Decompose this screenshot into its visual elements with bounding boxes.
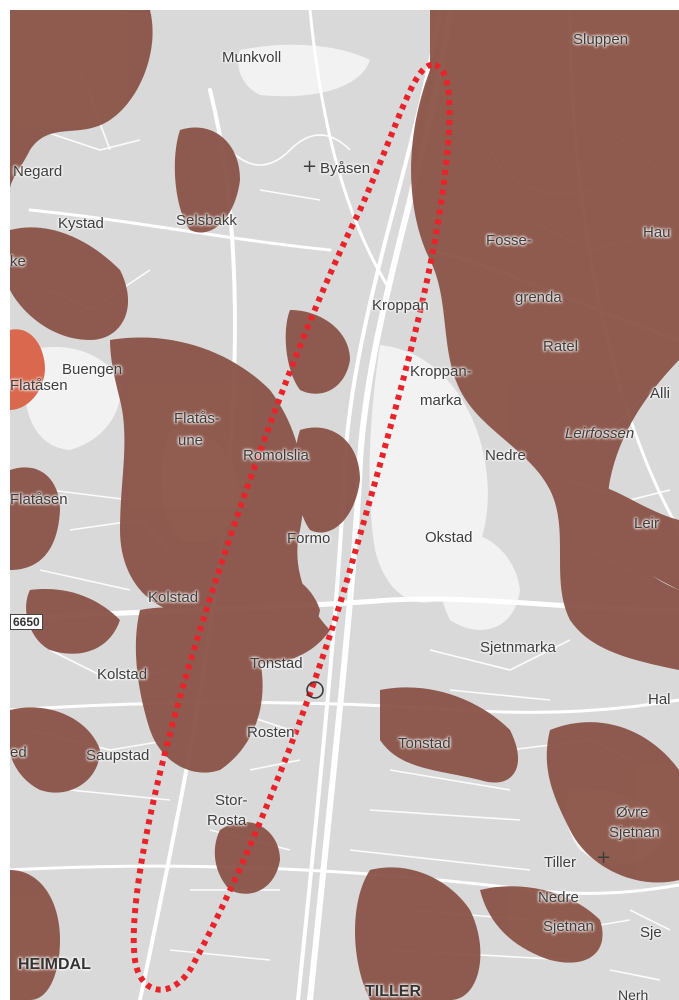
label-flatasune-1: Flatås-	[174, 410, 220, 427]
label-ovre-sjetnan-1: Øvre	[616, 804, 649, 821]
label-tiller-caps: TILLER	[365, 983, 421, 1000]
label-tiller: Tiller	[544, 854, 576, 871]
label-kroppan: Kroppan	[372, 297, 429, 314]
label-tonstad-1: Tonstad	[250, 655, 303, 672]
label-sjetnmarka: Sjetnmarka	[480, 639, 556, 656]
label-leirfossen: Leirfossen	[565, 425, 635, 442]
label-nerh-edge: Nerh	[618, 987, 649, 1000]
label-kroppanmarka-1: Kroppan-	[410, 363, 472, 380]
label-storrosta-2: Rosta	[207, 812, 247, 829]
label-okstad: Okstad	[425, 529, 473, 546]
map-canvas	[10, 10, 679, 1000]
label-negard: Negard	[13, 163, 63, 180]
hazard-zones	[10, 10, 679, 1000]
label-selsbakk: Selsbakk	[176, 212, 237, 229]
label-heimdal: HEIMDAL	[18, 956, 91, 973]
church-icon: +	[302, 156, 318, 177]
label-flatasen-1: Flatåsen	[10, 377, 68, 394]
label-fossegrenda-1: Fosse-	[486, 232, 532, 249]
label-formo: Formo	[287, 530, 331, 547]
label-kolstad-2: Kolstad	[97, 666, 148, 683]
label-tonstad-2: Tonstad	[398, 735, 451, 752]
label-hal-edge: Hal	[648, 691, 671, 708]
label-rosten: Rosten	[247, 724, 295, 741]
hazard-zone-high	[10, 329, 45, 410]
label-leir-edge: Leir	[634, 515, 660, 532]
label-nedre-sjetnan-1: Nedre	[538, 889, 579, 906]
label-nedre: Nedre	[485, 447, 526, 464]
label-ratel: Ratel	[543, 338, 579, 355]
label-hau-edge: Hau	[643, 224, 671, 241]
label-byasen: Byåsen	[320, 160, 371, 177]
label-flatasen-2: Flatåsen	[10, 491, 68, 508]
label-nedre-sjetnan-2: Sjetnan	[543, 918, 594, 935]
label-flatasune-2: une	[178, 432, 204, 449]
roundabout-marker	[306, 681, 324, 699]
label-buengen: Buengen	[62, 361, 123, 378]
label-sluppen: Sluppen	[573, 31, 629, 48]
label-fossegrenda-2: grenda	[515, 289, 562, 306]
label-kroppanmarka-2: marka	[420, 392, 462, 409]
church-icon: +	[596, 847, 612, 868]
label-romolslia: Romolslia	[243, 447, 309, 464]
map-view[interactable]: Munkvoll Sluppen Negard + Byåsen Kystad …	[10, 10, 679, 1000]
label-ed-edge: ed	[10, 744, 27, 761]
label-kystad: Kystad	[58, 215, 104, 232]
label-sje-edge: Sje	[640, 924, 662, 941]
label-munkvoll: Munkvoll	[222, 49, 282, 66]
label-storrosta-1: Stor-	[215, 792, 248, 809]
study-area-outline	[130, 61, 453, 993]
road-number-shield: 6650	[10, 614, 43, 630]
label-ke-edge: ke	[10, 253, 26, 270]
label-alli-edge: Alli	[650, 385, 671, 402]
label-saupstad: Saupstad	[86, 747, 150, 764]
label-kolstad-1: Kolstad	[148, 589, 199, 606]
label-ovre-sjetnan-2: Sjetnan	[609, 824, 660, 841]
